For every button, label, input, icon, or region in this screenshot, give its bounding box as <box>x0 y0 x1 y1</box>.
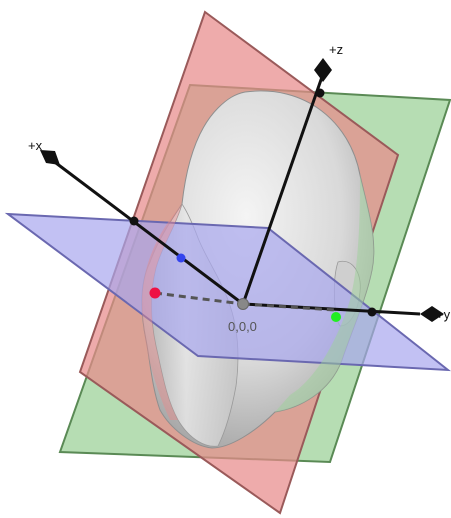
head-left-tint <box>141 204 182 420</box>
y-axis-arrowhead <box>420 306 444 322</box>
landmark-green-dot <box>331 312 341 322</box>
y-axis-hidden-segment <box>242 302 336 312</box>
landmark-blue-dot <box>176 253 186 263</box>
x-axis-hidden-segment <box>154 291 244 306</box>
landmark-red-dot <box>149 287 161 299</box>
z-axis-line <box>241 73 325 305</box>
head-right-tint <box>275 175 374 412</box>
z-axis-plane-intersection <box>315 88 325 98</box>
y-axis-plane-intersection <box>367 307 377 317</box>
x-axis-plane-intersection <box>129 216 139 226</box>
x-axis-arrowhead <box>40 150 60 165</box>
origin-point <box>237 298 249 310</box>
z-axis-arrowhead <box>314 58 332 82</box>
x-axis-line <box>51 158 244 306</box>
y-axis-label: +y <box>436 307 451 322</box>
z-axis-label: +z <box>329 42 343 57</box>
x-axis-label: +x <box>28 138 43 153</box>
origin-label: 0,0,0 <box>228 319 257 334</box>
